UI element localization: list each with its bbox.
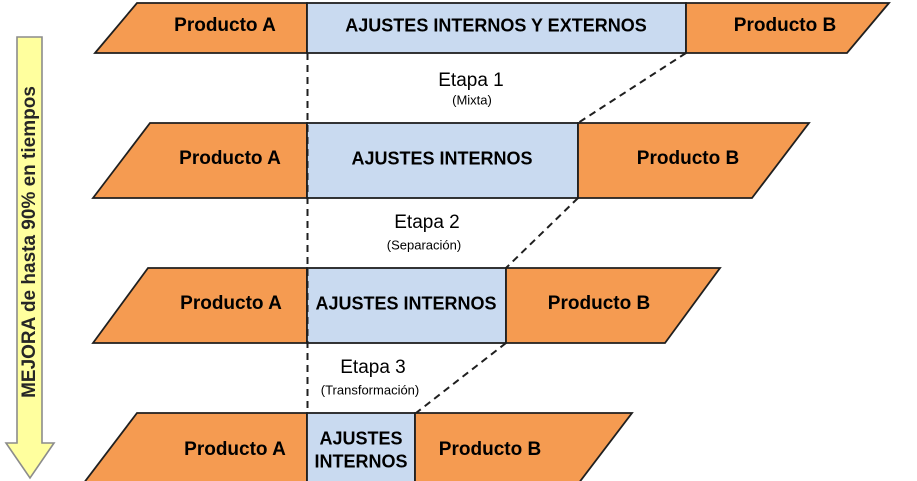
row4-adjustments-label: AJUSTES INTERNOS [314,428,408,472]
stage3-label: Etapa 3 [340,357,406,378]
row4-product-b-label: Producto B [438,439,542,460]
product-b-shape-row4 [414,412,634,481]
stage3-sublabel: (Transformación) [320,382,420,398]
stage2-sublabel: (Separación) [386,237,462,253]
row4-product-a-label: Producto A [184,439,286,460]
adjustments-box-row2 [306,122,579,199]
row3-product-b-label: Producto B [547,293,651,314]
stage1-sublabel: (Mixta) [452,92,492,108]
row2-product-a-label: Producto A [179,148,281,169]
improvement-arrow [4,36,56,480]
stage2-label: Etapa 2 [394,212,460,233]
row2-adjustments-label: AJUSTES INTERNOS [351,148,533,169]
reduction-dashed-line-2 [505,197,579,269]
stage1-label: Etapa 1 [438,70,504,91]
row3-adjustments-label: AJUSTES INTERNOS [315,293,497,314]
adjustments-box-row4 [306,412,416,481]
reduction-dashed-line-3 [415,342,507,414]
row1-product-b-label: Producto B [733,15,837,36]
row1-product-a-label: Producto A [174,15,276,36]
product-b-shape-row1 [685,2,891,54]
adjustments-box-row3 [306,267,507,344]
reduction-dashed-line-1 [577,52,687,124]
product-b-shape-row2 [577,122,811,199]
product-b-shape-row3 [505,267,722,344]
improvement-arrow-label: MEJORA de hasta 90% en tiempos [19,86,40,398]
adjustments-box-row1 [306,2,687,54]
row1-adjustments-label: AJUSTES INTERNOS Y EXTERNOS [345,15,647,36]
row2-product-b-label: Producto B [636,148,740,169]
row3-product-a-label: Producto A [180,293,282,314]
